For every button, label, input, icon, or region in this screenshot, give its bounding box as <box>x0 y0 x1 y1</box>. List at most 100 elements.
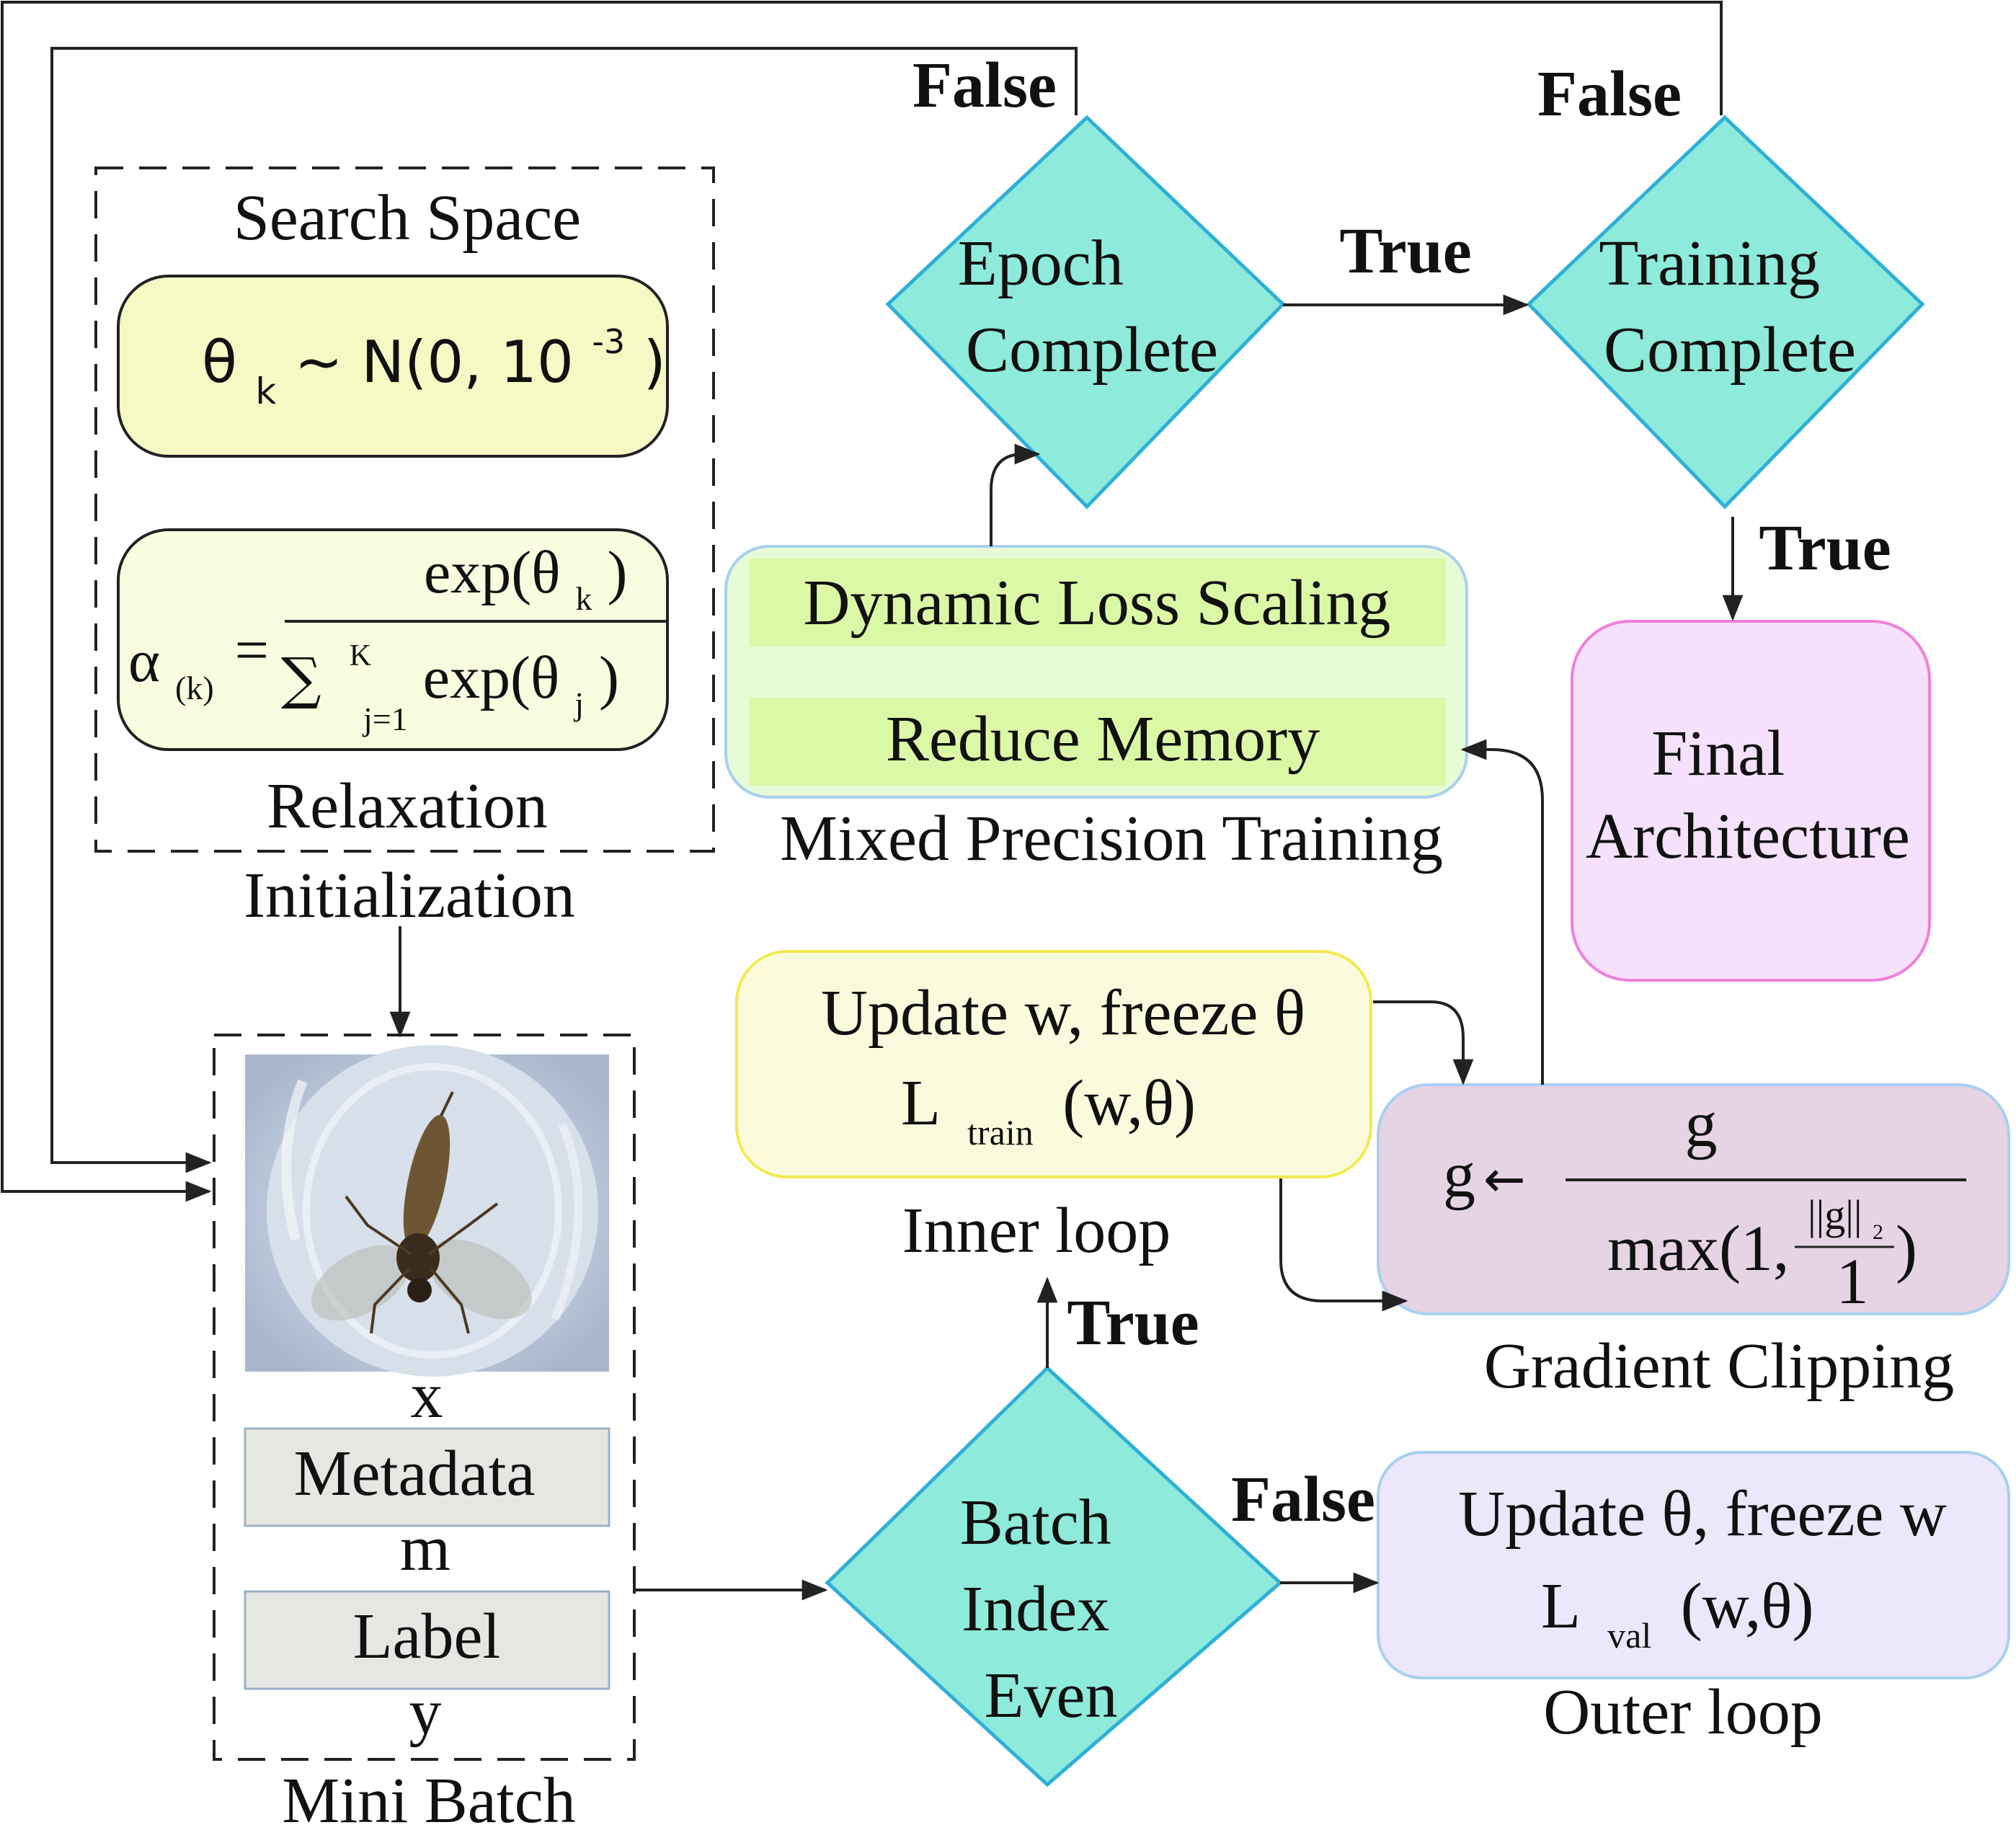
outer-loop-line-1: Update θ, freeze w <box>1458 1478 1947 1550</box>
sum-sub: j=1 <box>362 701 408 737</box>
arrow-mixed-to-epoch <box>990 443 1041 546</box>
denominator-close: ) <box>599 644 619 711</box>
epoch-complete-decision: Epoch Complete <box>885 115 1286 510</box>
svg-text:L train (w,θ): L train (w,θ) <box>901 1067 1196 1159</box>
arrow-inner-to-clip <box>1373 1000 1474 1085</box>
svg-text:Epoch Complete: Epoch Complete <box>958 228 1218 386</box>
outer-loss-symbol: L <box>1541 1571 1578 1642</box>
inner-loop-box: Update w, freeze θ L train (w,θ) <box>735 950 1372 1178</box>
svg-text:exp(θ k ): exp(θ k ) <box>424 539 627 623</box>
m-label: m <box>400 1513 450 1584</box>
metadata-box <box>244 1427 610 1527</box>
training-complete-decision: Training Complete <box>1526 115 1925 510</box>
svg-text:L val (w,θ): L val (w,θ) <box>1541 1571 1813 1662</box>
arrow-inner-to-clip-lower <box>1279 1178 1408 1312</box>
denominator-exp: exp(θ <box>423 644 560 711</box>
clip-numerator: g <box>1685 1089 1718 1160</box>
metadata-label: Metadata <box>294 1438 536 1509</box>
reduce-memory-label: Reduce Memory <box>886 703 1320 775</box>
epoch-line-1: Epoch <box>958 228 1124 299</box>
outer-loss-sub: val <box>1607 1615 1651 1656</box>
inner-loss-sub: train <box>967 1112 1034 1152</box>
numerator-sub: k <box>576 580 592 617</box>
mixed-precision-group: Dynamic Loss Scaling Reduce Memory <box>724 545 1468 799</box>
reduce-memory-bar <box>750 698 1446 786</box>
numerator-close: ) <box>608 539 628 606</box>
batch-index-even-decision: Batch Index Even <box>825 1365 1283 1787</box>
x-label: x <box>411 1360 443 1431</box>
batch-line-1: Batch <box>960 1487 1111 1558</box>
init-theta: θ <box>202 329 237 396</box>
outer-loop-box: Update θ, freeze w L val (w,θ) <box>1377 1451 2010 1679</box>
connectors <box>1 1 1744 1601</box>
mini-batch-label: Mini Batch <box>282 1765 575 1830</box>
init-exponent: -3 <box>592 322 625 361</box>
inner-loop-label: Inner loop <box>902 1195 1171 1266</box>
mini-batch-dashed-border <box>213 1034 636 1761</box>
numerator-exp: exp(θ <box>424 539 561 606</box>
mixed-precision-label: Mixed Precision Training <box>780 803 1443 874</box>
svg-text:Training Complete: Training Complete <box>1599 228 1856 386</box>
batch-line-3: Even <box>985 1660 1118 1731</box>
training-line-1: Training <box>1599 228 1820 299</box>
init-theta-sub: k <box>255 370 276 412</box>
clip-denominator-text: max(1, <box>1607 1213 1789 1284</box>
epoch-false-label: False <box>912 50 1057 121</box>
clip-norm: ||g|| <box>1808 1191 1862 1238</box>
training-true-label: True <box>1759 512 1891 584</box>
label-box <box>244 1590 610 1690</box>
outer-loss-args: (w,θ) <box>1681 1571 1814 1642</box>
search-space-title: Search Space <box>234 182 581 254</box>
final-line-1: Final <box>1651 718 1785 789</box>
inner-loop-line-1: Update w, freeze θ <box>821 977 1305 1049</box>
batch-false-label: False <box>1231 1464 1375 1535</box>
svg-text:Final Architecture: Final Architecture <box>1586 718 1910 872</box>
inner-loss-args: (w,θ) <box>1062 1067 1196 1139</box>
svg-text:||g|| 2: ||g|| 2 <box>1808 1191 1883 1244</box>
dynamic-loss-scaling-bar <box>750 559 1446 647</box>
svg-text:Batch Index Even: Batch Index Even <box>960 1487 1127 1731</box>
relaxation-formula-box <box>117 528 669 751</box>
insect-image <box>245 1045 609 1377</box>
training-line-2: Complete <box>1604 314 1856 386</box>
clip-lhs: g <box>1443 1140 1475 1211</box>
equals-sign: = <box>235 617 269 684</box>
training-false-label: False <box>1537 58 1682 130</box>
clip-norm-sub: 2 <box>1873 1220 1883 1244</box>
batch-line-2: Index <box>962 1573 1109 1645</box>
clip-den-close: ) <box>1896 1213 1917 1284</box>
sum-symbol: ∑ <box>281 647 321 711</box>
mini-batch-group: x Metadata m Label y <box>213 1034 636 1761</box>
svg-text:θ k ~ N(0, 10: θ k ~ N(0, 10 -3 ) <box>202 300 666 417</box>
inner-loss-symbol: L <box>901 1067 938 1139</box>
svg-text:α (k) =: α (k) = <box>128 617 269 713</box>
arrow-training-false-loop <box>1 1 1723 1202</box>
gradient-clipping-label: Gradient Clipping <box>1484 1331 1954 1402</box>
epoch-line-2: Complete <box>966 314 1218 386</box>
init-formula: θ k ~ N(0, 10 -3 ) <box>202 300 666 417</box>
alpha-sub: (k) <box>175 670 214 706</box>
denominator-sub: j <box>573 685 584 722</box>
clip-norm-den: 1 <box>1837 1246 1869 1318</box>
final-architecture-box: Final Architecture <box>1571 620 1931 982</box>
alpha-symbol: α <box>128 628 160 695</box>
label-label: Label <box>353 1601 501 1672</box>
svg-text:∑ K j=1: ∑ K j=1 exp(θ j ) <box>281 612 619 744</box>
outer-loop-label: Outer loop <box>1543 1676 1822 1748</box>
epoch-true-label: True <box>1339 216 1471 287</box>
initialization-dashed-border <box>94 166 715 853</box>
gradient-clipping-box: g ← g max(1, ||g|| 2 1 ) <box>1377 1083 2010 1318</box>
sum-sup: K <box>350 639 371 672</box>
initialization-group: Search Space θ k ~ N(0, 10 -3 ) α (k) = … <box>94 166 715 853</box>
init-formula-box <box>117 275 669 458</box>
arrow-epoch-false-loop <box>50 47 1078 1173</box>
relaxation-label: Relaxation <box>267 770 548 842</box>
y-label: y <box>409 1676 442 1748</box>
init-close-paren: ) <box>644 329 666 396</box>
relaxation-formula: α (k) = exp(θ k ) ∑ K j=1 exp(θ j ) <box>128 539 667 744</box>
arrow-clip-to-mixed <box>1460 739 1544 1085</box>
batch-true-label: True <box>1067 1287 1199 1359</box>
final-line-2: Architecture <box>1586 801 1910 872</box>
dynamic-loss-scaling-label: Dynamic Loss Scaling <box>804 567 1391 639</box>
